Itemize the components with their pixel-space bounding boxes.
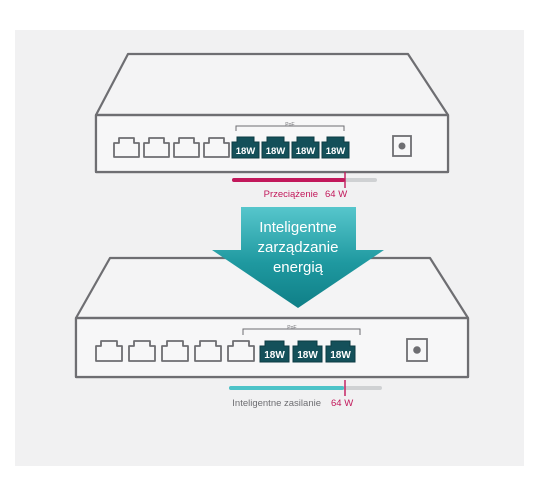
top-status-label: Przeciążenie <box>264 189 318 200</box>
bottom-budget-label: 64 W <box>331 398 353 409</box>
bottom-power-bar-fill <box>229 386 344 390</box>
top-port-3 <box>173 137 200 158</box>
arrow-shape <box>212 207 384 308</box>
arrow-label-line-3: energią <box>273 259 324 276</box>
top-poe-port-3-label: 18W <box>296 146 316 157</box>
top-poe-bracket <box>235 125 345 131</box>
arrow-label-line-1: Inteligentne <box>259 219 337 236</box>
top-poe-port-3: 18W <box>291 136 320 159</box>
bottom-poe-port-3-label: 18W <box>330 350 351 361</box>
top-poe-ports: 18W 18W 18W 18W <box>231 136 350 159</box>
top-power-bar <box>232 172 377 188</box>
top-rj45-ports <box>113 137 230 158</box>
top-poe-port-2-label: 18W <box>266 146 286 157</box>
bottom-status-label: Inteligentne zasilanie <box>232 398 321 409</box>
bottom-poe-port-1-label: 18W <box>264 350 285 361</box>
top-poe-label: PoE <box>285 122 295 128</box>
top-power-socket <box>392 135 412 157</box>
top-port-4 <box>203 137 230 158</box>
top-port-2 <box>143 137 170 158</box>
power-management-arrow <box>212 207 384 308</box>
top-poe-port-4: 18W <box>321 136 350 159</box>
bottom-rj45-ports <box>95 340 255 362</box>
bottom-power-bar <box>229 380 382 396</box>
bottom-port-2 <box>128 340 156 362</box>
top-poe-port-1: 18W <box>231 136 260 159</box>
top-budget-label: 64 W <box>325 189 347 200</box>
bottom-poe-ports: 18W 18W 18W <box>259 340 356 363</box>
top-poe-port-1-label: 18W <box>236 146 256 157</box>
bottom-port-1 <box>95 340 123 362</box>
bottom-port-3 <box>161 340 189 362</box>
bottom-poe-bracket <box>242 328 361 335</box>
top-port-1 <box>113 137 140 158</box>
arrow-label-line-2: zarządzanie <box>258 239 339 256</box>
bottom-poe-port-2-label: 18W <box>297 350 318 361</box>
bottom-port-4 <box>194 340 222 362</box>
bottom-power-socket <box>406 338 428 362</box>
top-poe-port-4-label: 18W <box>326 146 346 157</box>
bottom-port-5 <box>227 340 255 362</box>
bottom-poe-port-3: 18W <box>325 340 356 363</box>
top-power-bar-fill <box>232 178 345 182</box>
bottom-poe-port-2: 18W <box>292 340 323 363</box>
top-poe-port-2: 18W <box>261 136 290 159</box>
bottom-poe-label: PoE <box>287 325 297 331</box>
bottom-poe-port-1: 18W <box>259 340 290 363</box>
